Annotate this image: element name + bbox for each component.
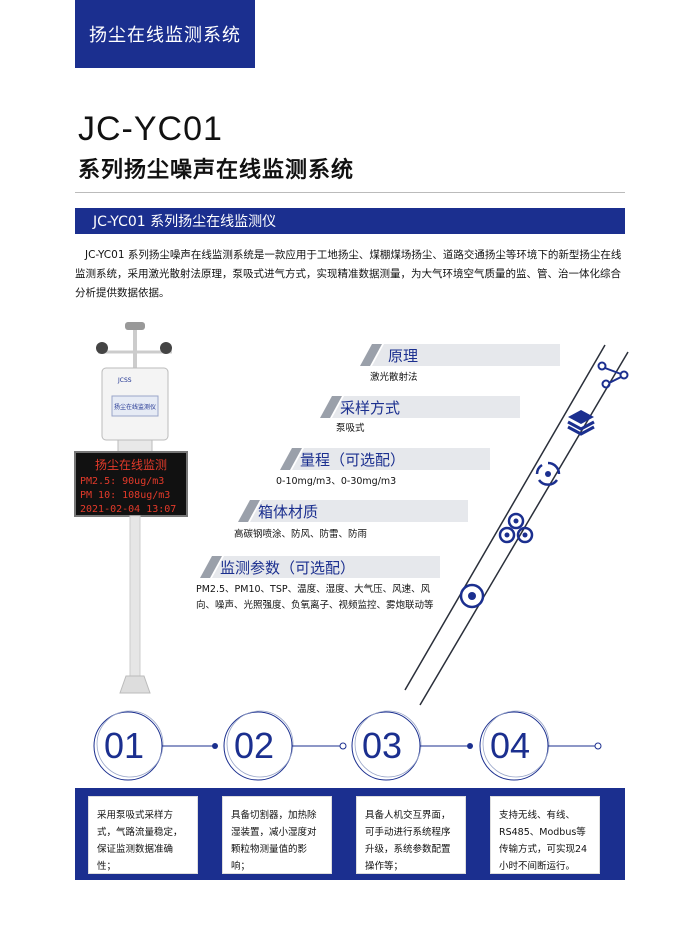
feature-tab-2 [320, 396, 342, 418]
header-banner: 扬尘在线监测系统 [75, 0, 255, 68]
feature-bg-3 [292, 448, 490, 470]
feature-value-parameters: PM2.5、PM10、TSP、温度、湿度、大气压、风速、风向、噪声、光照强度、负… [196, 584, 434, 611]
number-group-03 [351, 710, 473, 781]
device-logo: JCSS [117, 377, 132, 384]
feature-value-principle: 激光散射法 [370, 372, 418, 383]
product-model: JC-YC01 [78, 110, 223, 148]
antenna-head [125, 322, 145, 330]
feature-tab-1 [360, 344, 382, 366]
wind-sensor-right [160, 342, 172, 354]
target-icon [459, 583, 485, 609]
feature-label-parameters: 监测参数（可选配） [220, 559, 356, 577]
advantage-number-01: 01 [104, 725, 145, 766]
led-line-1: 扬尘在线监测 [95, 457, 167, 472]
wind-sensor-left [96, 342, 108, 354]
advantage-number-03: 03 [362, 725, 403, 766]
number-group-01 [93, 710, 218, 781]
led-line-4: 2021-02-04 13:07 [80, 504, 176, 515]
advantage-box-01: 采用泵吸式采样方式，气路流量稳定，保证监测数据准确性； [88, 796, 198, 874]
advantage-number-04: 04 [490, 725, 531, 766]
intro-paragraph: JC-YC01 系列扬尘噪声在线监测系统是一款应用于工地扬尘、煤棚煤场扬尘、道路… [75, 249, 622, 299]
feature-tab-5 [200, 556, 222, 578]
feature-tab-3 [280, 448, 302, 470]
feature-label-sampling: 采样方式 [340, 399, 401, 417]
feature-label-material: 箱体材质 [258, 503, 319, 521]
circles-icon [498, 512, 534, 544]
feature-bg-5 [212, 556, 440, 578]
diagonal-line-back [404, 344, 606, 691]
section-bar: JC-YC01 系列扬尘在线监测仪 [75, 208, 625, 234]
feature-tab-4 [238, 500, 260, 522]
feature-value-material: 高碳钢喷涂、防风、防雷、防雨 [234, 529, 368, 540]
led-line-2: PM2.5: 90ug/m3 [80, 476, 164, 487]
led-display [74, 451, 188, 517]
feature-value-sampling: 泵吸式 [336, 423, 365, 434]
device-box-label: 扬尘在线监测仪 [114, 403, 156, 411]
feature-bg-2 [332, 396, 520, 418]
feature-banner-1 [360, 344, 560, 366]
pole-base [119, 675, 151, 694]
cycle-icon [535, 461, 561, 486]
divider [75, 192, 625, 193]
feature-label-range: 量程（可选配） [300, 451, 406, 469]
advantage-number-02: 02 [234, 725, 275, 766]
device-illustration: 扬尘在线监测仪 JCSS 扬尘在线监测 PM2.5: 90ug/m3 PM 10… [74, 322, 188, 694]
advantage-numbers [93, 710, 602, 781]
number-group-02 [223, 710, 347, 781]
feature-bg-4 [250, 500, 468, 522]
device-panel [111, 395, 159, 417]
led-line-3: PM 10: 108ug/m3 [80, 490, 170, 501]
feature-banner-4 [238, 500, 468, 522]
feature-banner-2 [320, 396, 520, 418]
nodes-icon [597, 361, 629, 389]
feature-label-principle: 原理 [388, 347, 419, 365]
feature-bg-1 [372, 344, 560, 366]
feature-value-range: 0-10mg/m3、0-30mg/m3 [276, 476, 397, 487]
advantage-box-02: 具备切割器，加热除湿装置，减小湿度对颗粒物测量值的影响； [222, 796, 332, 874]
layers-icon [567, 410, 595, 436]
advantage-box-04: 支持无线、有线、RS485、Modbus等传输方式，可实现24小时不间断运行。 [490, 796, 600, 874]
product-subtitle: 系列扬尘噪声在线监测系统 [78, 158, 355, 183]
feature-banner-5 [200, 556, 440, 578]
feature-banner-3 [280, 448, 490, 470]
number-group-04 [479, 710, 602, 781]
advantage-box-03: 具备人机交互界面，可手动进行系统程序升级，系统参数配置操作等； [356, 796, 466, 874]
